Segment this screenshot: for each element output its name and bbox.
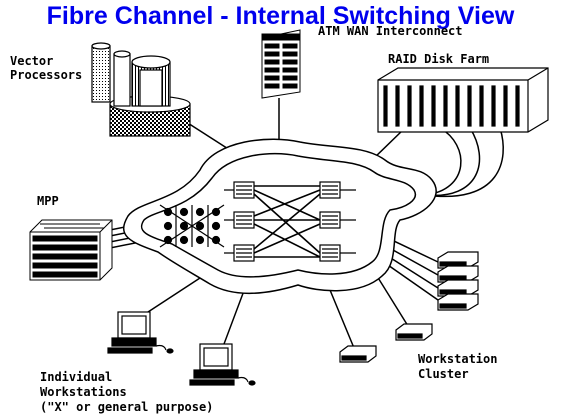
workstation-pc-icon-1 (107, 311, 174, 354)
vector-processors-label-line2: Processors (10, 68, 83, 82)
mpp-label: MPP (37, 194, 59, 208)
atm-wan-icon (261, 29, 301, 99)
switch-internals (159, 181, 356, 262)
individual-workstations-label-line1: Individual (40, 370, 113, 384)
workstation-cluster-icon (339, 251, 479, 363)
mpp-icon (29, 219, 113, 281)
individual-workstations-label-line2: Workstations (40, 385, 127, 399)
workstation-cluster-label-line1: Workstation (418, 352, 498, 366)
individual-workstations-label-line3: ("X" or general purpose) (40, 400, 214, 414)
atm-wan-label: ATM WAN Interconnect (318, 24, 463, 38)
raid-disk-farm-icon (377, 67, 549, 133)
raid-disk-farm-label: RAID Disk Farm (388, 52, 490, 66)
vector-processors-label-line1: Vector (10, 54, 54, 68)
workstation-cluster-label-line2: Cluster (418, 367, 469, 381)
workstation-pc-icon-2 (189, 343, 256, 386)
diagram-title: Fibre Channel - Internal Switching View (46, 2, 515, 30)
vector-processors-icon (91, 42, 191, 137)
